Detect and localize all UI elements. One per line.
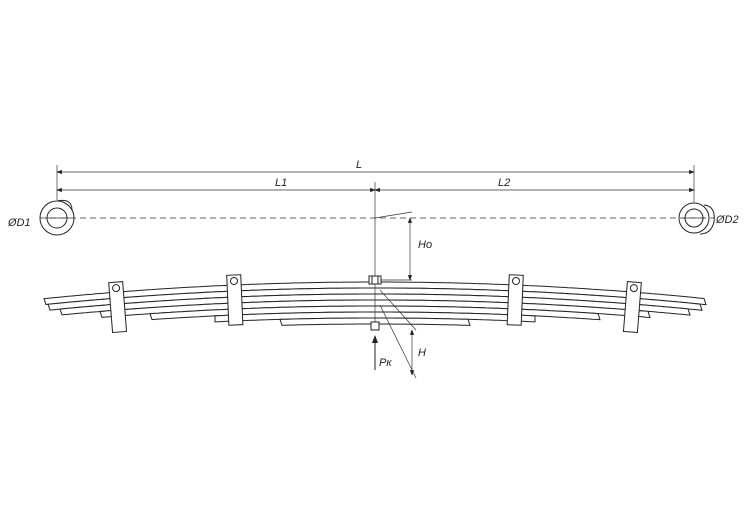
dimension-Ho: Ho bbox=[374, 211, 432, 281]
label-H: H bbox=[418, 347, 426, 359]
dimension-L1-L2: L1 L2 bbox=[56, 177, 695, 193]
clamp bbox=[622, 281, 642, 334]
load-arrow: Pк bbox=[372, 335, 392, 370]
label-Ho: Ho bbox=[418, 239, 432, 251]
right-eye bbox=[678, 202, 715, 235]
clamp bbox=[506, 274, 524, 326]
left-eye bbox=[39, 199, 75, 236]
dimension-H: H bbox=[379, 289, 426, 379]
dimension-L: L bbox=[56, 159, 695, 202]
label-D2: ØD2 bbox=[715, 214, 739, 226]
label-L: L bbox=[356, 159, 362, 171]
clamp bbox=[226, 274, 244, 326]
label-D1: ØD1 bbox=[7, 217, 31, 229]
label-Pk: Pк bbox=[379, 357, 392, 369]
clamp bbox=[108, 281, 128, 334]
label-L1: L1 bbox=[275, 177, 287, 189]
label-L2: L2 bbox=[498, 177, 510, 189]
rebound-clamps bbox=[108, 274, 642, 334]
center-bolt bbox=[368, 275, 382, 331]
